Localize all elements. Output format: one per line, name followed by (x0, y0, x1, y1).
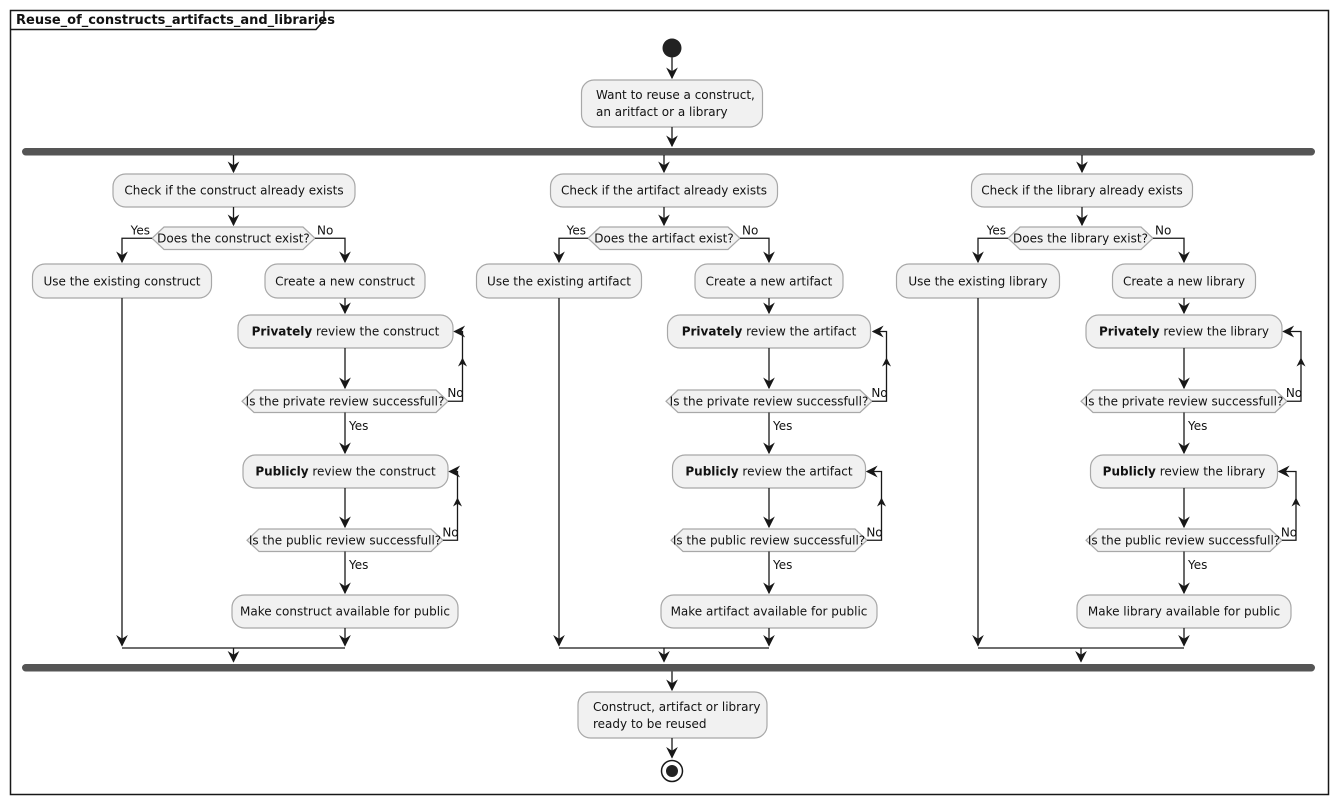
activity-private-review-construct-label: Privately review the construct (252, 325, 440, 339)
label-yes: Yes (566, 224, 586, 238)
condition-public-review-artifact (670, 528, 868, 553)
up-arrowhead (877, 497, 886, 507)
activity-make-construct-public-label: Make construct available for public (240, 605, 450, 619)
label-no: No (317, 224, 333, 238)
branch-construct: Check if the construct already exists Do… (31, 155, 467, 663)
edge-no-to-create (1153, 237, 1190, 264)
activity-public-review-library-label: Publicly review the library (1103, 465, 1266, 479)
condition-private-review-library (1080, 389, 1288, 414)
activity-check-artifact-label: Check if the artifact already exists (561, 184, 767, 198)
edge-no-to-create (740, 237, 775, 264)
activity-use-existing-construct-label: Use the existing construct (43, 275, 200, 289)
label-yes: Yes (772, 419, 792, 433)
end-node-dot (666, 765, 678, 777)
activity-make-library-public-label: Make library available for public (1088, 605, 1280, 619)
join-bar (22, 664, 1315, 672)
up-arrowhead (882, 357, 891, 367)
up-arrowhead (1291, 497, 1301, 507)
activity-create-construct-label: Create a new construct (275, 275, 415, 289)
label-no: No (442, 526, 458, 540)
condition-private-review-library-label: Is the private review successfull? (1085, 395, 1284, 409)
condition-public-review-construct-label: Is the public review successfull? (249, 534, 441, 548)
condition-private-review-artifact-label: Is the private review successfull? (670, 395, 869, 409)
condition-public-review-library (1085, 528, 1283, 553)
edge-private-no-loop (1282, 325, 1302, 402)
edge-public-no-loop (443, 465, 461, 541)
edge-private-no-loop (448, 325, 466, 402)
branch-library: Check if the library already exists Does… (895, 155, 1306, 663)
label-yes: Yes (1187, 419, 1207, 433)
activity-private-review-artifact-label: Privately review the artifact (682, 325, 857, 339)
condition-public-review-construct (246, 528, 444, 553)
label-yes: Yes (130, 224, 150, 238)
diagram-frame (9, 9, 1330, 796)
label-no: No (447, 386, 463, 400)
activity-initial-line2: an aritfact or a library (596, 105, 728, 119)
condition-private-review-construct (241, 389, 449, 414)
condition-artifact-exists-label: Does the artifact exist? (594, 232, 734, 246)
activity-initial-line1: Want to reuse a construct, (596, 88, 755, 102)
label-no: No (871, 386, 887, 400)
activity-final-line2: ready to be reused (593, 717, 707, 731)
activity-check-construct-label: Check if the construct already exists (124, 184, 343, 198)
condition-private-review-artifact (665, 389, 873, 414)
edge-public-no-loop (1277, 465, 1297, 541)
label-no: No (1281, 526, 1297, 540)
label-yes: Yes (772, 558, 792, 572)
activity-create-artifact-label: Create a new artifact (706, 275, 833, 289)
condition-private-review-construct-label: Is the private review successfull? (246, 395, 445, 409)
activity-create-library-label: Create a new library (1123, 275, 1245, 289)
activity-use-existing-library-label: Use the existing library (908, 275, 1047, 289)
edge-public-no-loop (865, 465, 883, 541)
label-no: No (742, 224, 758, 238)
edge-yes-to-use (553, 237, 588, 264)
activity-final-line1: Construct, artifact or library (593, 700, 760, 714)
condition-public-review-library-label: Is the public review successfull? (1088, 534, 1280, 548)
activity-final (577, 691, 768, 739)
activity-private-review-library-label: Privately review the library (1099, 325, 1269, 339)
branch-artifact: Check if the artifact already exists Doe… (475, 155, 891, 663)
up-arrowhead (1296, 357, 1306, 367)
label-yes: Yes (1187, 558, 1207, 572)
condition-public-review-artifact-label: Is the public review successfull? (673, 534, 865, 548)
edge-yes-to-use (116, 237, 152, 264)
activity-public-review-construct-label: Publicly review the construct (255, 465, 436, 479)
activity-check-library-label: Check if the library already exists (981, 184, 1182, 198)
up-arrowhead (458, 357, 467, 367)
label-no: No (1155, 224, 1171, 238)
label-yes: Yes (986, 224, 1006, 238)
label-yes: Yes (348, 558, 368, 572)
up-arrowhead (453, 497, 462, 507)
label-no: No (1286, 386, 1302, 400)
activity-make-artifact-public-label: Make artifact available for public (671, 605, 868, 619)
edge-private-no-loop (871, 325, 888, 402)
activity-public-review-artifact-label: Publicly review the artifact (685, 465, 853, 479)
frame-title-tab (10, 10, 325, 31)
fork-bar (22, 148, 1315, 156)
start-node (662, 38, 682, 58)
activity-use-existing-artifact-label: Use the existing artifact (487, 275, 631, 289)
label-yes: Yes (348, 419, 368, 433)
condition-library-exists-label: Does the library exist? (1013, 232, 1148, 246)
edge-no-to-create (315, 237, 351, 264)
label-no: No (866, 526, 882, 540)
edge-yes-to-use (972, 237, 1008, 264)
diagram-title: Reuse_of_constructs_artifacts_and_librar… (16, 13, 335, 28)
condition-construct-exists-label: Does the construct exist? (157, 232, 310, 246)
